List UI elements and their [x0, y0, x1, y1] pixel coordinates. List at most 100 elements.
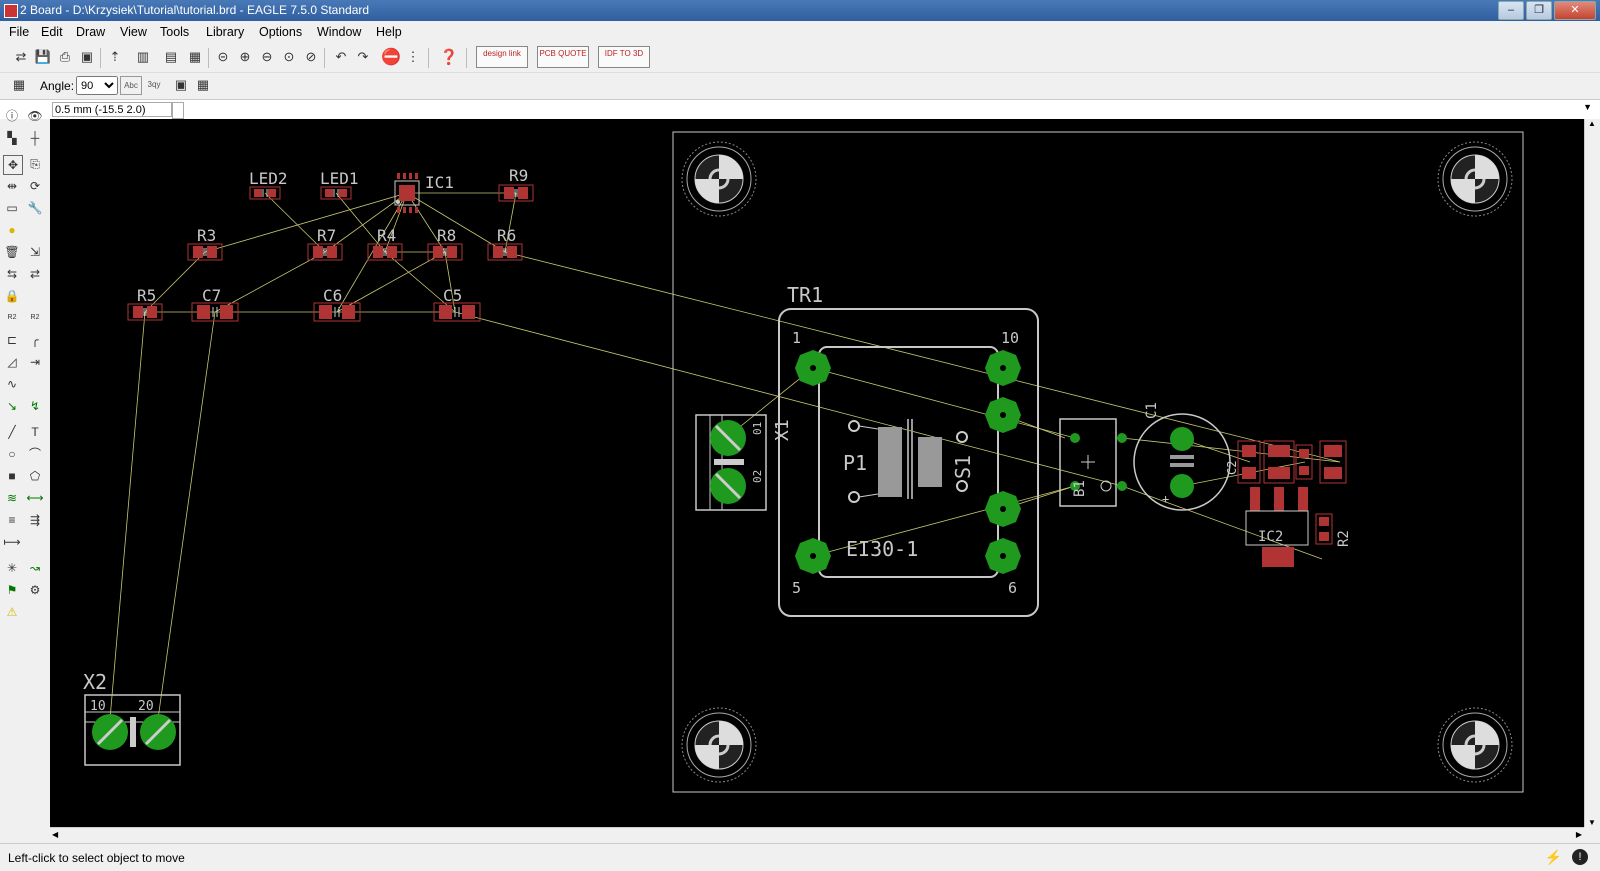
scroll-down-icon[interactable]: ▼ — [1588, 818, 1596, 827]
optimize-icon[interactable]: ⇥ — [29, 355, 41, 369]
paste-icon[interactable]: ● — [8, 223, 16, 237]
attribute-icon[interactable]: ⇶ — [29, 513, 41, 527]
replace-icon[interactable]: ⇆ — [6, 267, 18, 281]
padlock-icon[interactable]: 🔒 — [4, 289, 20, 303]
save-icon[interactable]: 💾 — [34, 49, 52, 64]
circle-icon[interactable]: ○ — [8, 447, 16, 461]
ratsnest-icon[interactable]: ✳ — [6, 561, 18, 575]
text-ratio-button[interactable]: Abc — [120, 76, 142, 95]
redraw-icon[interactable]: ⊘ — [305, 49, 317, 64]
command-history[interactable] — [172, 102, 184, 119]
help-icon[interactable]: ❓ — [439, 49, 459, 66]
close-icon[interactable]: ✕ — [1554, 1, 1596, 20]
angle-select[interactable]: 90 — [76, 76, 118, 95]
text-mirror-button[interactable]: 3qy — [147, 80, 161, 89]
open-icon[interactable]: ⇄ — [15, 49, 27, 64]
text-icon[interactable]: T — [31, 425, 39, 439]
scroll-right-icon[interactable]: ▶ — [1575, 830, 1582, 839]
stop-command-icon[interactable]: ! — [1572, 849, 1588, 865]
arc-icon[interactable]: ⌒ — [28, 447, 41, 461]
smash-icon[interactable]: ⊏ — [6, 333, 18, 347]
layer-mode-1-icon[interactable]: ▣ — [174, 77, 188, 92]
zoom-out-icon[interactable]: ⊖ — [261, 49, 273, 64]
name-icon[interactable]: R2 — [7, 314, 17, 321]
wire-icon[interactable]: ╱ — [8, 425, 16, 439]
drc-icon[interactable]: ⚙ — [29, 583, 41, 597]
idf-to-3d-button[interactable]: IDF TO 3D — [598, 46, 650, 68]
errors-icon[interactable]: ⚠ — [6, 605, 18, 619]
ulp-icon[interactable]: ▦ — [188, 49, 202, 64]
polygon-icon[interactable]: ⬠ — [29, 469, 41, 483]
dimension-icon[interactable]: ⟼ — [3, 535, 21, 549]
rect-icon[interactable]: ■ — [8, 469, 16, 483]
command-input[interactable] — [186, 101, 1550, 119]
ripup-icon[interactable]: ↯ — [29, 399, 41, 413]
erc-icon[interactable]: ⚑ — [6, 583, 18, 597]
mark-icon[interactable]: ┼ — [30, 131, 40, 145]
undo-icon[interactable]: ↶ — [335, 49, 347, 64]
via-icon[interactable]: ≋ — [6, 491, 18, 505]
use-library-icon[interactable]: ⇡ — [109, 49, 121, 64]
label-c6: C6 — [323, 286, 342, 305]
autorouter-icon[interactable]: ↝ — [29, 561, 41, 575]
cam-icon[interactable]: ▣ — [80, 49, 94, 64]
print-icon[interactable]: ⎙ — [59, 49, 71, 64]
smd-c6 — [313, 302, 361, 322]
grid-icon[interactable]: ▦ — [12, 77, 26, 92]
menu-options[interactable]: Options — [259, 25, 303, 39]
script-icon[interactable]: ▤ — [164, 49, 178, 64]
menu-view[interactable]: View — [120, 25, 147, 39]
group-icon[interactable]: ▭ — [6, 201, 18, 215]
copy-icon[interactable]: ⎘ — [30, 157, 40, 171]
vertical-scrollbar[interactable]: ▲ ▼ — [1584, 119, 1600, 827]
lightning-icon[interactable]: ⚡ — [1544, 849, 1562, 865]
zoom-fit-icon[interactable]: ⊝ — [217, 49, 229, 64]
menu-tools[interactable]: Tools — [160, 25, 190, 39]
label-r2: R2 — [1336, 530, 1352, 547]
pin-6: 6 — [1008, 579, 1017, 597]
meander-icon[interactable]: ∿ — [6, 377, 18, 391]
horizontal-scrollbar[interactable]: ◀ ▶ — [50, 827, 1584, 844]
zoom-in-icon[interactable]: ⊕ — [239, 49, 251, 64]
hole-icon[interactable]: ≡ — [8, 513, 16, 527]
menu-edit[interactable]: Edit — [41, 25, 63, 39]
info-icon[interactable]: ⓘ — [5, 109, 18, 123]
pcb-quote-button[interactable]: PCB QUOTE — [537, 46, 589, 68]
status-message: Left-click to select object to move — [8, 851, 185, 865]
miter-icon[interactable]: ╭ — [31, 333, 39, 347]
go-icon[interactable]: ⋮ — [406, 49, 420, 64]
change-icon[interactable]: 🔧 — [27, 201, 43, 215]
redo-icon[interactable]: ↷ — [357, 49, 369, 64]
menu-draw[interactable]: Draw — [76, 25, 106, 39]
signal-icon[interactable]: ⟷ — [26, 491, 44, 505]
label-c2: C2 — [1225, 461, 1239, 475]
lock-icon[interactable]: ⇄ — [29, 267, 41, 281]
menu-window[interactable]: Window — [317, 25, 362, 39]
rotate-icon[interactable]: ⟳ — [29, 179, 41, 193]
split-icon[interactable]: ◿ — [7, 355, 17, 369]
label-r7: R7 — [317, 226, 336, 245]
move-icon[interactable]: ✥ — [3, 155, 23, 175]
mirror-icon[interactable]: ⇹ — [6, 179, 18, 193]
value-icon[interactable]: R2 — [30, 314, 40, 321]
route-icon[interactable]: ↘ — [6, 399, 18, 413]
stop-icon[interactable]: ⛔ — [381, 49, 401, 66]
minimize-icon[interactable]: – — [1498, 1, 1524, 20]
zoom-select-icon[interactable]: ⊙ — [283, 49, 295, 64]
scroll-left-icon[interactable]: ◀ — [52, 830, 59, 839]
add-icon[interactable]: ⇲ — [29, 245, 41, 259]
restore-icon[interactable]: ❐ — [1526, 1, 1552, 20]
scroll-up-icon[interactable]: ▲ — [1588, 119, 1596, 128]
menu-library[interactable]: Library — [206, 25, 245, 39]
layer-mode-2-icon[interactable]: ▦ — [196, 77, 210, 92]
command-dropdown-icon[interactable]: ▼ — [1583, 102, 1592, 112]
schematic-switch-icon[interactable]: ▥ — [136, 49, 150, 64]
board-canvas[interactable]: + LED2 LED1 IC1 R9 R3 — [50, 119, 1584, 827]
show-icon[interactable]: 👁 — [27, 109, 43, 123]
design-link-button[interactable]: design link — [476, 46, 528, 68]
delete-icon[interactable]: 🗑 — [4, 245, 20, 259]
menu-help[interactable]: Help — [376, 25, 402, 39]
menu-file[interactable]: File — [9, 25, 30, 39]
display-icon[interactable]: ▚ — [7, 131, 17, 145]
label-led2: LED2 — [249, 169, 288, 188]
